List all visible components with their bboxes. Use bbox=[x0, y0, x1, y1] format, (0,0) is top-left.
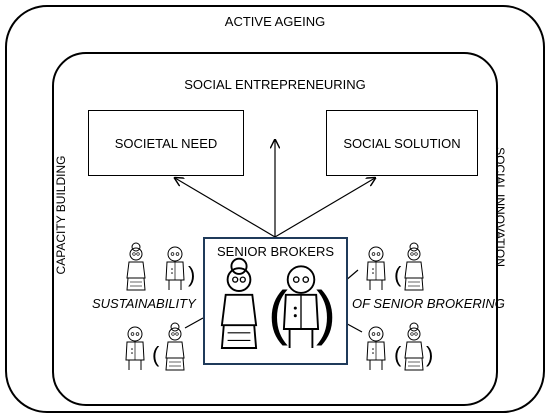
active-ageing-frame bbox=[5, 5, 545, 413]
social-solution-box: SOCIAL SOLUTION bbox=[326, 110, 478, 176]
of-senior-brokering-caption: OF SENIOR BROKERING bbox=[352, 296, 505, 311]
social-entrepreneuring-frame bbox=[52, 52, 498, 406]
arrow-to-need bbox=[175, 178, 276, 238]
societal-need-box: SOCIETAL NEED bbox=[88, 110, 244, 176]
active-ageing-label: ACTIVE AGEING bbox=[224, 14, 326, 29]
connector-left-bottom bbox=[184, 317, 204, 329]
sustainability-caption: SUSTAINABILITY bbox=[92, 296, 196, 311]
arrow-to-solution bbox=[274, 178, 375, 238]
social-entrepreneuring-label: SOCIAL ENTREPRENEURING bbox=[184, 77, 366, 92]
senior-brokers-label: SENIOR BROKERS bbox=[216, 244, 335, 259]
